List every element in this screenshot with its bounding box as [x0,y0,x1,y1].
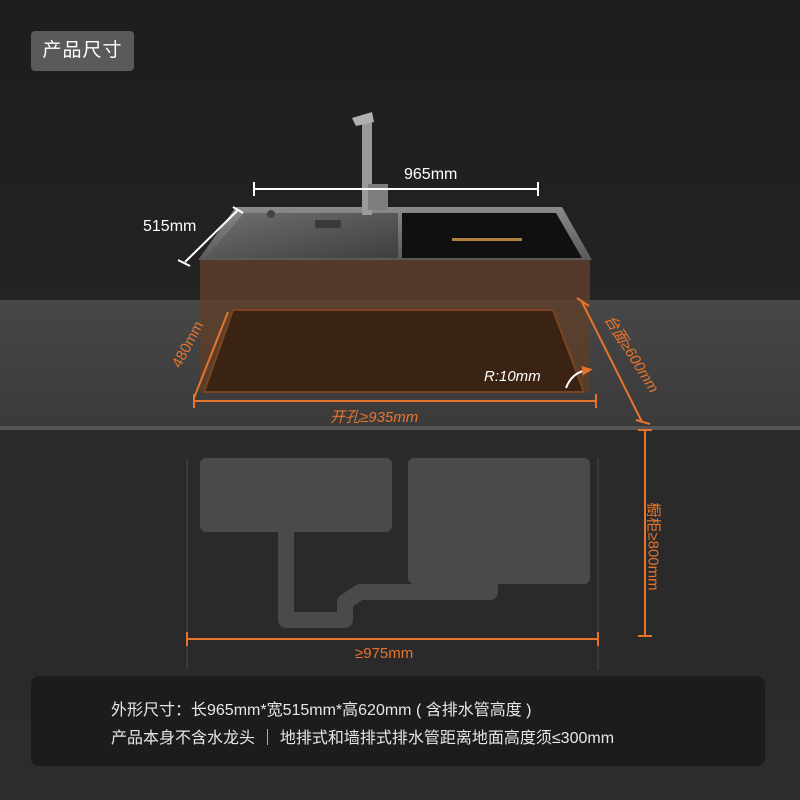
faucet-body [362,120,372,215]
label-depth: 515mm [143,218,197,235]
dim-tick-countertop-top [576,297,590,307]
sink-bowl [206,213,398,258]
dim-line-cutout-depth [193,311,229,399]
label-corner-radius: R:10mm [484,368,541,385]
dim-tick-depth-bottom [177,259,191,267]
info-note-text: 产品本身不含水龙头 ｜ 地排式和墙排式排水管距离地面高度须≤300mm [111,730,615,747]
faucet-spout [352,112,374,126]
label-cabinet-height: 橱柜≥800mm [644,502,662,591]
info-dimensions-text: 外形尺寸：长965mm*宽515mm*高620mm ( 含排水管高度 ) [111,702,532,719]
sink-body-front [200,260,590,300]
dishwasher-panel [402,213,582,258]
soap-hole [267,210,275,218]
control-buttons [452,238,522,241]
cabinet-area [0,458,800,670]
sink-bowl-underside [200,458,392,532]
dim-line-depth [184,209,239,263]
corner-radius-arc [565,365,593,389]
overflow-slot [315,220,341,228]
product-size-badge: 产品尺寸 [31,31,134,71]
label-cabinet-width: ≥975mm [355,645,414,662]
countertop-front [0,430,800,458]
label-cutout-width: 开孔≥935mm [330,409,419,426]
dim-line-countertop [581,301,643,423]
drain-pipe [278,530,498,628]
cutout-outline [202,309,586,393]
info-panel: 外形尺寸：长965mm*宽515mm*高620mm ( 含排水管高度 ) 产品本… [31,676,765,766]
countertop-edge [0,426,800,430]
dim-tick-depth-top [232,206,244,214]
label-width-top: 965mm [404,166,458,183]
dim-tick-countertop-bottom [635,419,651,425]
dishwasher-underside [408,458,590,584]
faucet-handle [368,184,388,210]
cutout-opening [204,310,584,392]
